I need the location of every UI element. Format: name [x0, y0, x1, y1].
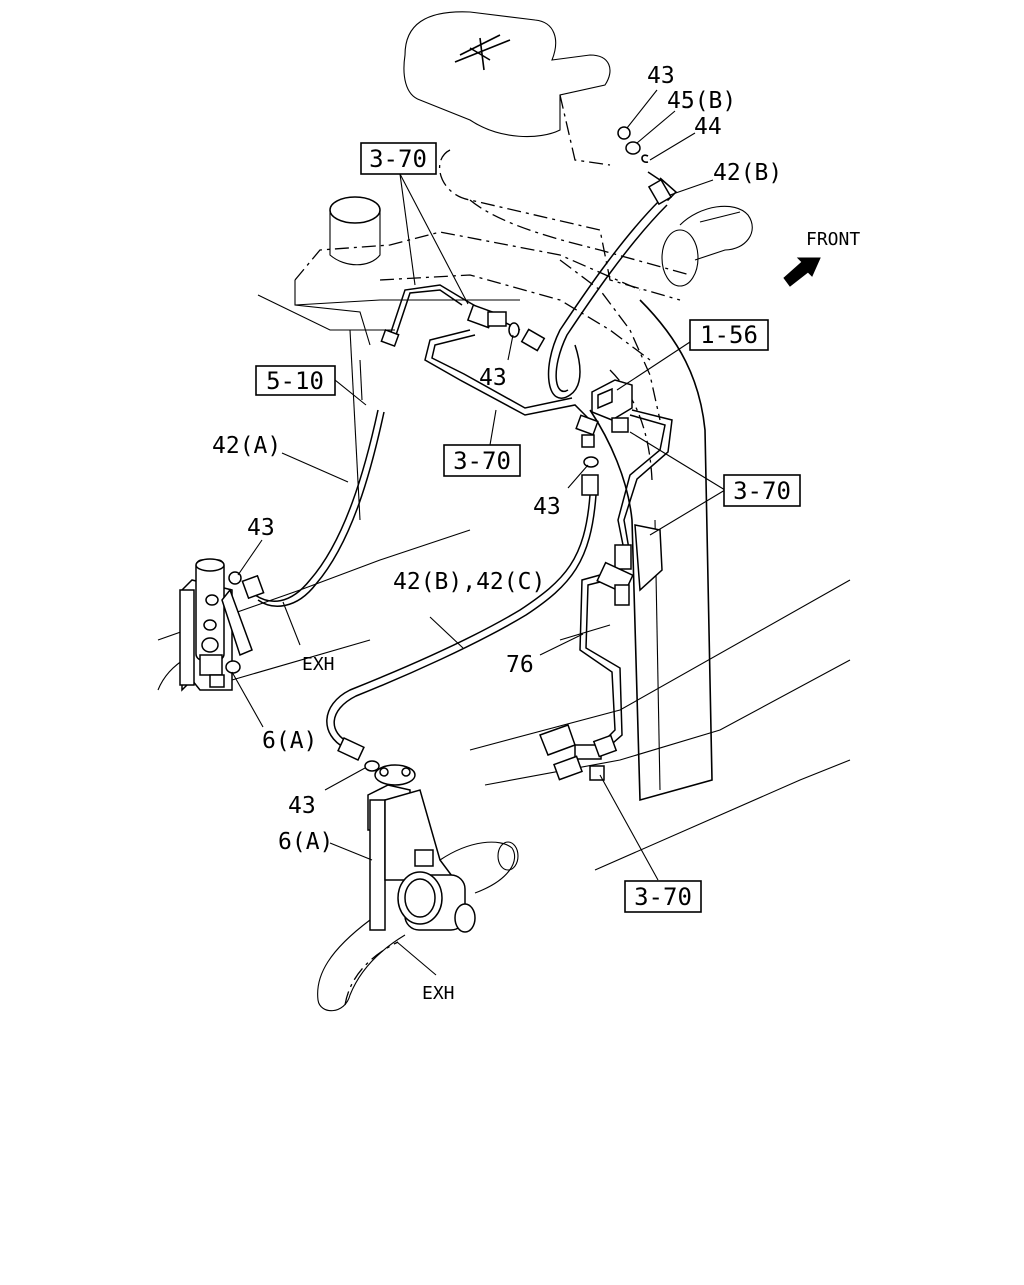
front-direction-label: FRONT: [806, 229, 860, 250]
label-43-left: 43: [247, 515, 275, 541]
part-labels: 43 45(B) 44 42(B) 43 42(A) 43 43 42(B),4…: [212, 63, 782, 1004]
ref-box-3-70-mid[interactable]: 3-70: [443, 444, 521, 477]
brake-pipes: [254, 199, 673, 751]
ref-box-3-70-right[interactable]: 3-70: [723, 474, 801, 507]
ref-box-3-70-bottom[interactable]: 3-70: [624, 880, 702, 913]
ref-1-56-text: 1-56: [700, 321, 758, 349]
ref-3-70-mid-text: 3-70: [453, 447, 511, 475]
ref-3-70-top-text: 3-70: [369, 145, 427, 173]
label-42a: 42(A): [212, 433, 281, 459]
label-6a-left: 6(A): [262, 728, 317, 754]
label-42b-42c: 42(B),42(C): [393, 569, 545, 595]
label-44: 44: [694, 114, 722, 140]
label-exh-bottom: EXH: [422, 983, 455, 1004]
ref-box-1-56[interactable]: 1-56: [689, 319, 769, 351]
ref-3-70-right-text: 3-70: [733, 477, 791, 505]
label-6a-bottom: 6(A): [278, 829, 333, 855]
label-43-bottom: 43: [288, 793, 316, 819]
label-43-top: 43: [647, 63, 675, 89]
label-43-center: 43: [479, 365, 507, 391]
ref-3-70-bottom-text: 3-70: [634, 883, 692, 911]
label-43-right: 43: [533, 494, 561, 520]
label-45b: 45(B): [667, 88, 736, 114]
label-76: 76: [506, 652, 534, 678]
ref-box-5-10[interactable]: 5-10: [255, 365, 336, 396]
ref-box-3-70-top[interactable]: 3-70: [360, 142, 437, 175]
fittings: [179, 126, 678, 1012]
front-arrow-icon: [783, 257, 821, 287]
leader-lines: [231, 89, 726, 976]
ref-5-10-text: 5-10: [266, 367, 324, 395]
label-42b-top: 42(B): [713, 160, 782, 186]
label-exh-left: EXH: [302, 654, 335, 675]
